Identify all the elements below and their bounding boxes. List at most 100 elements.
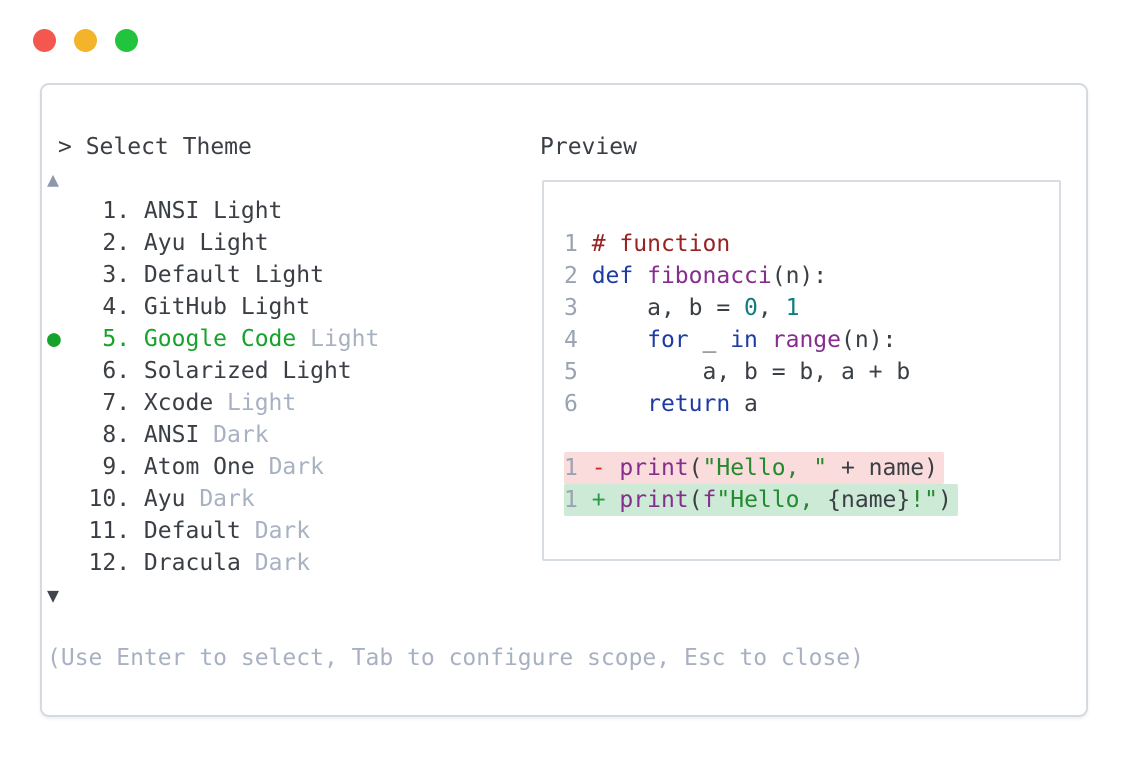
theme-variant-tag: Dark	[185, 486, 255, 512]
window-controls	[33, 29, 138, 52]
theme-list: 1. ANSI Light 2. Ayu Light 3. Default Li…	[47, 195, 379, 579]
token-kw: in	[730, 327, 758, 353]
token-plus: +	[591, 487, 620, 513]
theme-label: 12. Dracula	[47, 550, 241, 576]
theme-label: 6. Solarized Light	[47, 358, 352, 384]
token-str: "Hello, "	[702, 455, 828, 481]
line-number: 4	[564, 327, 592, 353]
code-line-content: 6 return a	[564, 391, 758, 417]
token-pln: a	[730, 391, 758, 417]
diff-line-removed: 1 - print("Hello, " + name)	[564, 452, 1059, 484]
preview-label: Preview	[540, 134, 637, 160]
token-fn: f	[702, 487, 717, 513]
theme-option-4[interactable]: 4. GitHub Light	[47, 291, 379, 323]
token-fn: range	[771, 327, 841, 353]
line-number: 1	[564, 455, 592, 481]
token-pln: )	[937, 487, 952, 513]
token-pln	[592, 391, 647, 417]
token-pln: a, b =	[591, 295, 745, 321]
token-minus: -	[591, 455, 620, 481]
theme-option-11[interactable]: 11. Default Dark	[47, 515, 379, 547]
theme-label: 11. Default	[47, 518, 241, 544]
theme-label: 4. GitHub Light	[47, 294, 311, 320]
theme-option-3[interactable]: 3. Default Light	[47, 259, 379, 291]
theme-option-7[interactable]: 7. Xcode Light	[47, 387, 379, 419]
theme-variant-tag: Light	[296, 326, 380, 352]
theme-variant-tag: Dark	[240, 518, 311, 544]
token-fn: print	[619, 487, 689, 513]
token-lit: 0	[744, 295, 758, 321]
theme-label: 2. Ayu Light	[47, 230, 269, 256]
theme-variant-tag: Dark	[240, 550, 311, 576]
theme-variant-tag: Light	[213, 390, 297, 416]
line-number: 1	[564, 231, 592, 257]
scroll-up-icon[interactable]: ▲	[47, 167, 60, 191]
token-com: # function	[591, 231, 731, 257]
token-kw: def	[591, 263, 634, 289]
line-number: 6	[564, 391, 592, 417]
token-kw: for	[647, 327, 689, 353]
token-pln	[758, 327, 772, 353]
code-line: 5 a, b = b, a + b	[564, 356, 1059, 388]
theme-option-5[interactable]: ● 5. Google Code Light	[47, 323, 379, 355]
token-pln: ,	[757, 295, 786, 321]
minimize-button[interactable]	[74, 29, 97, 52]
theme-label: 3. Default Light	[47, 262, 324, 288]
theme-option-10[interactable]: 10. Ayu Dark	[47, 483, 379, 515]
theme-option-1[interactable]: 1. ANSI Light	[47, 195, 379, 227]
code-line-content: 2 def fibonacci(n):	[564, 263, 827, 289]
code-line: 6 return a	[564, 388, 1059, 420]
scroll-down-icon[interactable]: ▼	[47, 583, 60, 607]
code-line-content: 5 a, b = b, a + b	[564, 359, 910, 385]
theme-variant-tag: Dark	[199, 422, 269, 448]
diff-line-content: 1 + print(f"Hello, {name}!")	[564, 484, 958, 516]
blank-line	[564, 420, 1059, 452]
theme-option-2[interactable]: 2. Ayu Light	[47, 227, 379, 259]
token-fn: fibonacci	[647, 263, 772, 289]
theme-label: 8. ANSI	[47, 422, 200, 448]
token-fn: print	[619, 455, 689, 481]
theme-label: 9. Atom One	[47, 454, 255, 480]
theme-option-9[interactable]: 9. Atom One Dark	[47, 451, 379, 483]
code-line: 4 for _ in range(n):	[564, 324, 1059, 356]
line-number: 1	[564, 487, 592, 513]
diff-line-content: 1 - print("Hello, " + name)	[564, 452, 944, 484]
close-button[interactable]	[33, 29, 56, 52]
theme-option-12[interactable]: 12. Dracula Dark	[47, 547, 379, 579]
code-line-content: 3 a, b = 0, 1	[564, 295, 799, 321]
token-pln: (n):	[841, 327, 897, 353]
dialog-title: > Select Theme	[58, 134, 252, 160]
help-text: (Use Enter to select, Tab to configure s…	[47, 645, 864, 671]
zoom-button[interactable]	[115, 29, 138, 52]
theme-picker-dialog: > Select Theme Preview ▲ 1. ANSI Light 2…	[40, 83, 1088, 717]
code-line: 1 # function	[564, 228, 1059, 260]
line-number: 2	[564, 263, 592, 289]
token-lit: 1	[785, 295, 800, 321]
code-line: 2 def fibonacci(n):	[564, 260, 1059, 292]
token-pln	[592, 327, 647, 353]
line-number: 3	[564, 295, 592, 321]
token-pln: a, b = b, a + b	[591, 359, 911, 385]
code-line-content: 1 # function	[564, 231, 730, 257]
line-number: 5	[564, 359, 592, 385]
token-pln: {name}	[827, 487, 911, 513]
theme-label: 1. ANSI Light	[47, 198, 283, 224]
theme-label: 10. Ayu	[47, 486, 186, 512]
selected-theme-label: ● 5. Google Code	[47, 326, 297, 352]
theme-option-8[interactable]: 8. ANSI Dark	[47, 419, 379, 451]
code-line: 3 a, b = 0, 1	[564, 292, 1059, 324]
token-str: !"	[910, 487, 938, 513]
token-pln: (	[688, 455, 703, 481]
token-pln: _	[688, 327, 731, 353]
theme-variant-tag: Dark	[254, 454, 324, 480]
token-pln: + name)	[827, 455, 938, 481]
token-kw: return	[647, 391, 731, 417]
code-line-content: 4 for _ in range(n):	[564, 327, 896, 353]
token-str: "Hello,	[716, 487, 828, 513]
token-pln: (n):	[771, 263, 828, 289]
theme-label: 7. Xcode	[47, 390, 214, 416]
theme-option-6[interactable]: 6. Solarized Light	[47, 355, 379, 387]
diff-line-added: 1 + print(f"Hello, {name}!")	[564, 484, 1059, 516]
